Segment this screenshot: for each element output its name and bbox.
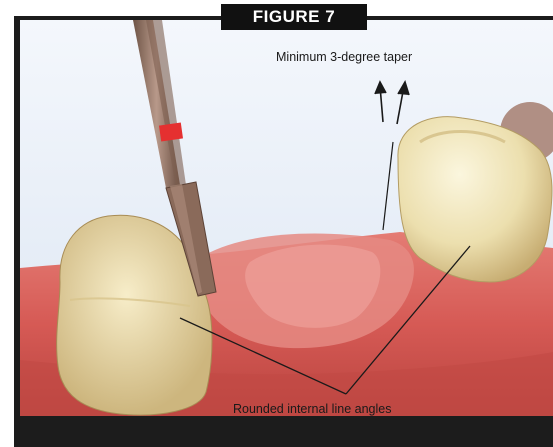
bur-red-band (159, 123, 183, 142)
taper-callout: Minimum 3-degree taper (276, 50, 412, 64)
figure-label: FIGURE 7 (221, 4, 367, 30)
line-angle-callout: Rounded internal line angles (233, 402, 391, 416)
